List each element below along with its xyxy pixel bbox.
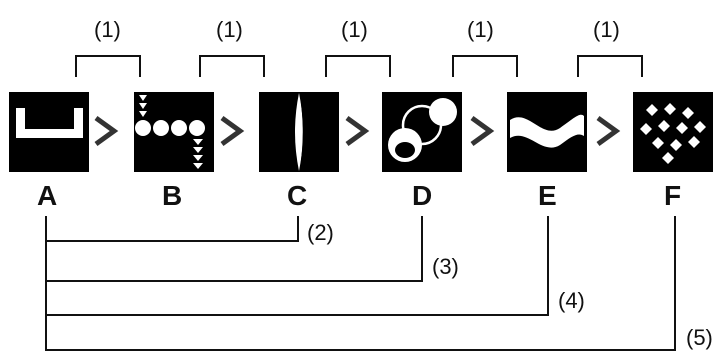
wave-band-icon [510,114,584,148]
chevron-right-icon [596,115,621,147]
panel-f [633,92,713,172]
comparison-bracket: (2) [45,216,334,245]
step-label: (1) [593,17,620,42]
panel-d [382,92,462,172]
overlapping-circles-icon [388,98,457,162]
comparison-bracket: (5) [45,216,713,351]
step-bracket: (1) [577,17,643,77]
vertical-lens-icon [295,93,305,171]
step-label: (1) [94,17,121,42]
step-bracket: (1) [452,17,518,77]
panel-a [9,92,89,172]
step-bracket: (1) [325,17,391,77]
chevron-right-icon [470,115,495,147]
diamond-pattern-icon [640,103,706,164]
comparison-label: (3) [432,254,459,279]
step-label: (1) [341,17,368,42]
panel-letter: C [287,180,307,211]
step-bracket: (1) [75,17,141,77]
panel-e [507,92,587,172]
step-label: (1) [216,17,243,42]
panel-c [259,92,339,172]
chevron-right-icon [94,115,119,147]
panel-b [134,92,214,172]
step-bracket: (1) [199,17,265,77]
panel-letter: F [664,180,681,211]
circles-and-triangles-icon [135,95,205,169]
comparison-label: (4) [558,288,585,313]
comparison-label: (5) [686,325,713,350]
u-shape-icon [16,108,83,138]
panel-letter: A [37,180,57,211]
panel-letter: B [162,180,182,211]
panel-letter: E [538,180,557,211]
chevron-right-icon [345,115,370,147]
comparison-bracket: (3) [45,216,459,282]
panel-letter: D [412,180,432,211]
comparison-bracket: (4) [45,216,585,316]
comparison-label: (2) [307,220,334,245]
chevron-right-icon [220,115,245,147]
step-label: (1) [467,17,494,42]
